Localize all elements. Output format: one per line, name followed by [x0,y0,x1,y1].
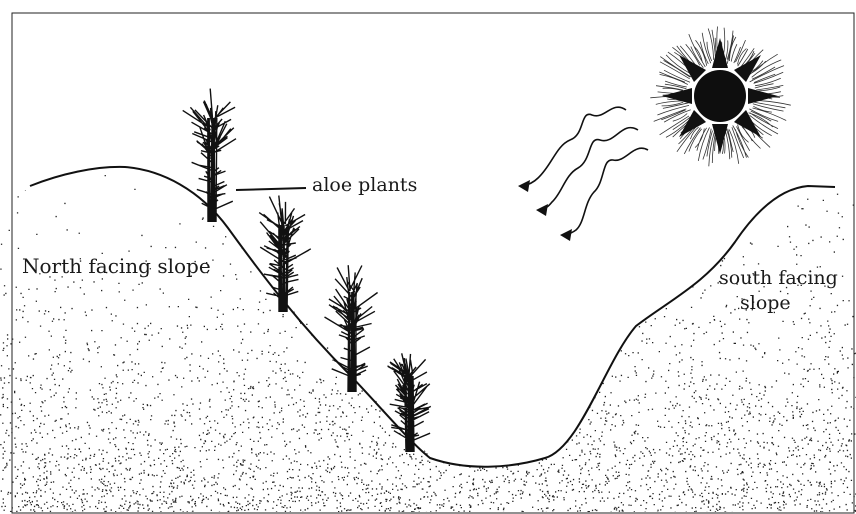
north-facing-slope-label: North facing slope [22,256,211,276]
south-facing-slope-label: south facing [719,269,838,288]
south-facing-slope-label-line2: slope [740,294,791,313]
aloe-plants-label: aloe plants [312,176,417,195]
